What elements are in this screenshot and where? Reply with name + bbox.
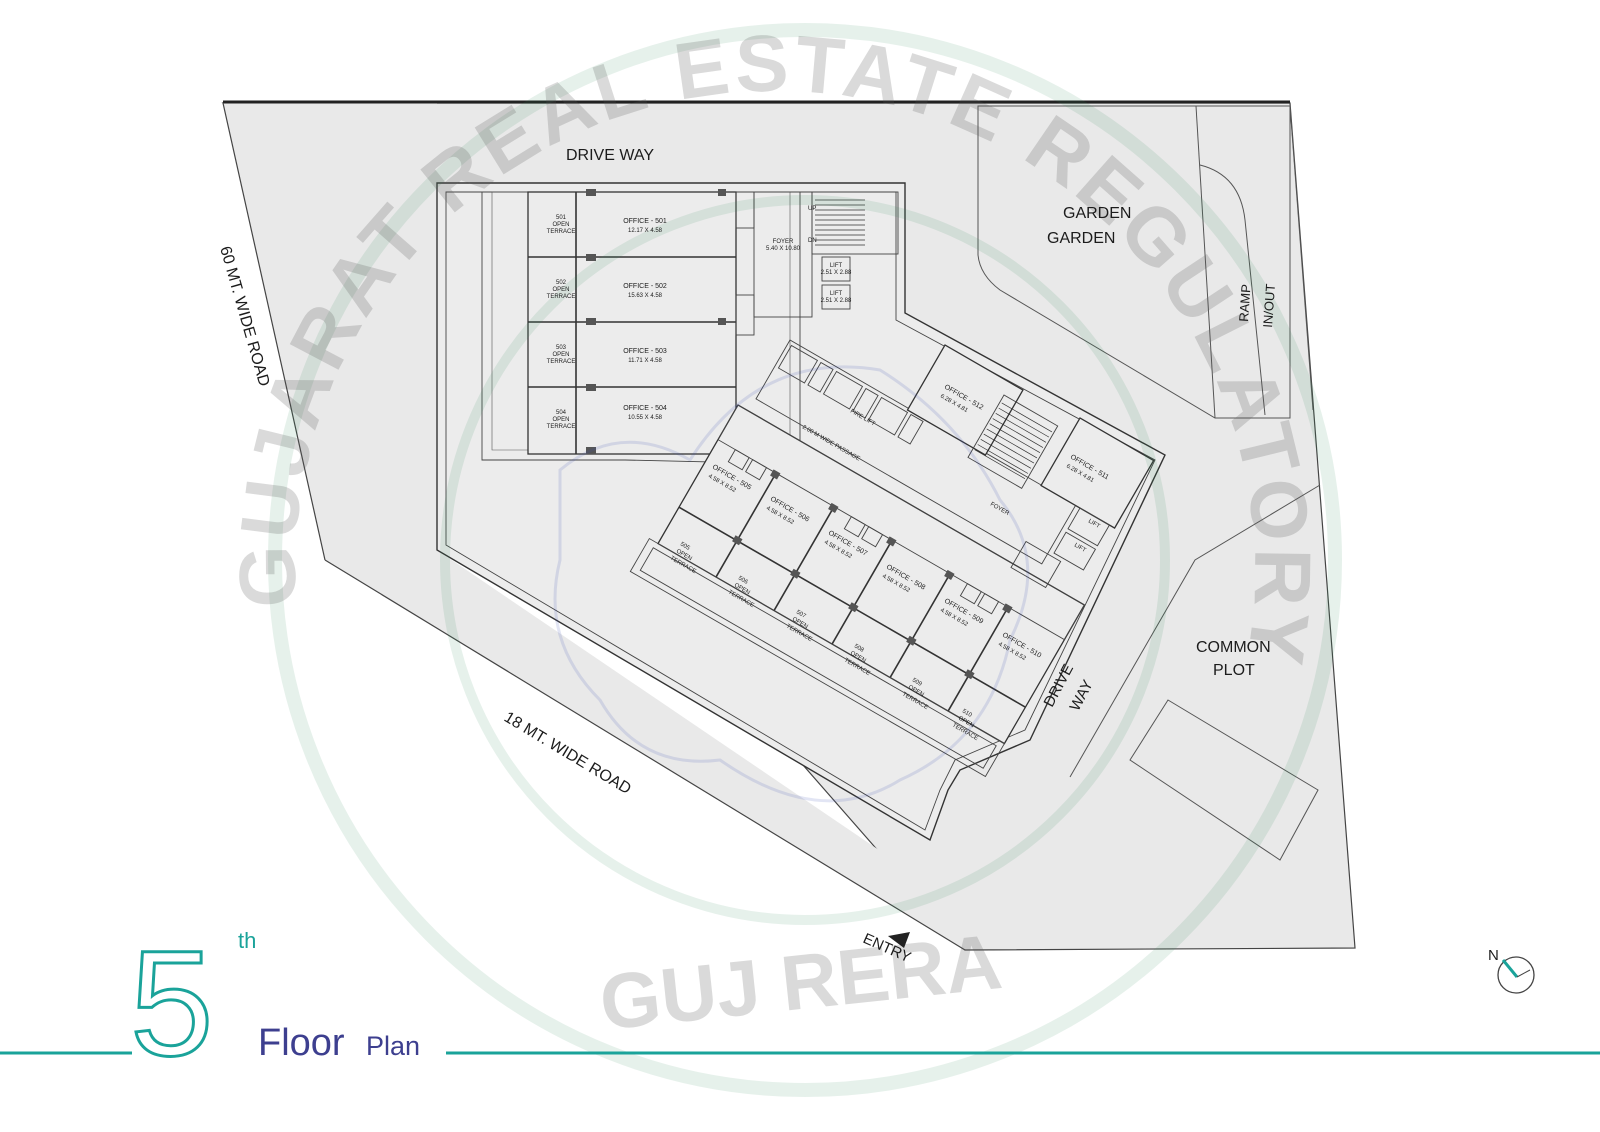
west-offices-block bbox=[527, 189, 755, 455]
svg-text:507: 507 bbox=[795, 610, 807, 621]
north-lift-1-size: 2.51 X 2.88 bbox=[821, 270, 852, 276]
foyer-size: 5.40 X 10.80 bbox=[766, 246, 801, 252]
office-511-room bbox=[1040, 417, 1155, 529]
svg-text:509: 509 bbox=[911, 678, 923, 689]
svg-text:OPEN: OPEN bbox=[552, 417, 569, 423]
svg-text:OPEN: OPEN bbox=[552, 287, 569, 293]
svg-text:501: 501 bbox=[556, 215, 567, 221]
south-wing bbox=[629, 404, 1086, 778]
drive-way-top-label: DRIVE WAY bbox=[566, 147, 654, 164]
ramp-label: RAMP bbox=[1236, 284, 1254, 323]
office-502-name: OFFICE - 502 bbox=[623, 283, 667, 290]
floor-number: 5 bbox=[130, 919, 213, 1087]
stair-dn-label: DN bbox=[808, 238, 817, 244]
svg-text:TERRACE: TERRACE bbox=[547, 294, 576, 300]
garden-zone bbox=[977, 105, 1291, 419]
office-503-name: OFFICE - 503 bbox=[623, 348, 667, 355]
svg-text:TERRACE: TERRACE bbox=[547, 359, 576, 365]
plan-word: Plan bbox=[366, 1031, 420, 1061]
office-501-name: OFFICE - 501 bbox=[623, 218, 667, 225]
svg-text:TERRACE: TERRACE bbox=[547, 229, 576, 235]
office-504-name: OFFICE - 504 bbox=[623, 405, 667, 412]
garden-label-2: GARDEN bbox=[1047, 230, 1115, 247]
stair-up-label: UP bbox=[808, 206, 816, 212]
svg-text:504: 504 bbox=[556, 410, 567, 416]
east-lift-1-label: LIFT bbox=[1087, 519, 1101, 531]
floor-word: Floor bbox=[258, 1022, 345, 1064]
foyer-label: FOYER bbox=[773, 239, 794, 245]
svg-text:503: 503 bbox=[556, 345, 567, 351]
east-lifts bbox=[1010, 507, 1111, 589]
north-lift-2-size: 2.51 X 2.88 bbox=[821, 298, 852, 304]
office-504-size: 10.55 X 4.58 bbox=[628, 415, 663, 421]
garden-label-1: GARDEN bbox=[1063, 205, 1131, 222]
svg-text:510: 510 bbox=[961, 709, 973, 720]
svg-text:GUJ RERA: GUJ RERA bbox=[596, 917, 1006, 1047]
office-503-size: 11.71 X 4.58 bbox=[628, 358, 662, 364]
entry-arrow-icon bbox=[888, 932, 910, 948]
north-core bbox=[753, 191, 899, 318]
svg-text:508: 508 bbox=[853, 644, 865, 655]
west-terrace-labels: 501 OPEN TERRACE 502 OPEN TERRACE 503 OP… bbox=[547, 215, 576, 430]
floor-number-suffix: th bbox=[238, 928, 256, 953]
svg-text:506: 506 bbox=[737, 576, 749, 587]
office-512-room bbox=[906, 344, 1024, 456]
svg-text:505: 505 bbox=[679, 542, 691, 553]
north-arrow: N bbox=[1488, 947, 1535, 994]
inout-label: IN/OUT bbox=[1260, 283, 1278, 328]
common-plot-label-2: PLOT bbox=[1213, 662, 1255, 679]
svg-text:OPEN: OPEN bbox=[552, 222, 569, 228]
office-501-size: 12.17 X 4.58 bbox=[628, 228, 663, 234]
floor-title: 5 th Floor Plan bbox=[0, 918, 1600, 1089]
common-plot-zone bbox=[1069, 484, 1321, 861]
office-502-size: 15.63 X 4.58 bbox=[628, 293, 663, 299]
east-stair bbox=[967, 394, 1059, 489]
ramp-zone bbox=[1195, 105, 1314, 419]
north-label: N bbox=[1488, 947, 1499, 964]
north-lift-1-label: LIFT bbox=[830, 263, 843, 269]
svg-text:502: 502 bbox=[556, 280, 567, 286]
north-lift-2-label: LIFT bbox=[830, 291, 843, 297]
svg-text:OPEN: OPEN bbox=[552, 352, 569, 358]
common-plot-label-1: COMMON bbox=[1196, 639, 1271, 656]
svg-text:TERRACE: TERRACE bbox=[547, 424, 576, 430]
east-lift-2-label: LIFT bbox=[1073, 543, 1087, 555]
